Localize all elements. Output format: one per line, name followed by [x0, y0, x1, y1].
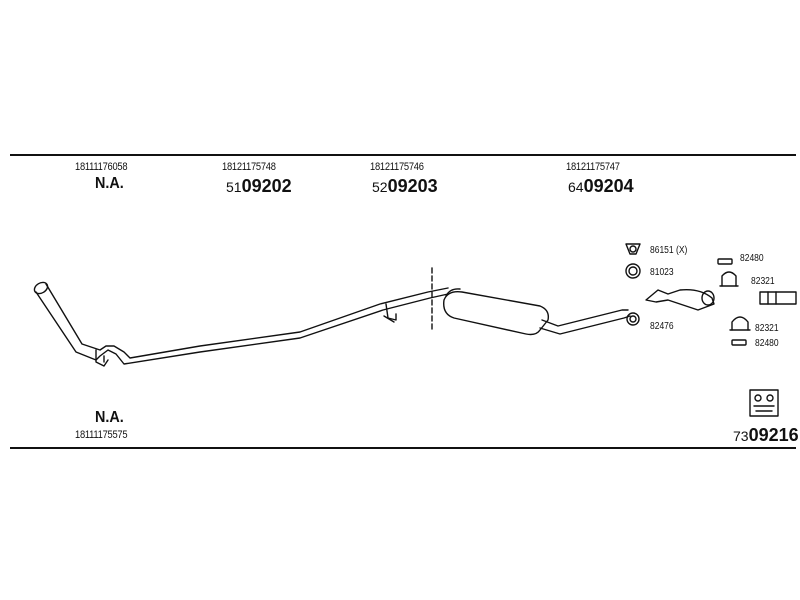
clamp-82321-bottom: [729, 316, 751, 331]
hardware-label-82480-bottom: 82480: [755, 338, 779, 349]
part-number-3: 5209203: [372, 176, 438, 197]
mounting-kit-icon: [749, 389, 779, 417]
kit-main: 09216: [748, 425, 799, 445]
hardware-label-86151: 86151 (X): [650, 245, 688, 256]
gasket-86151: [625, 243, 641, 255]
part-number-4: 6409204: [568, 176, 634, 197]
hanger-bracket: [383, 303, 397, 323]
oe-number-1: 18111176058: [75, 161, 128, 173]
muffler: [443, 288, 550, 336]
tail-pipe: [539, 309, 640, 335]
hardware-label-82476: 82476: [650, 321, 674, 332]
front-pipe: [33, 281, 449, 367]
kit-prefix: 73: [733, 428, 749, 444]
kit-number: 7309216: [733, 425, 799, 446]
oe-number-2: 18121175748: [222, 161, 276, 173]
part-prefix: 51: [226, 179, 242, 195]
oe-number-4: 18121175747: [566, 161, 620, 173]
oe-number-3: 18121175746: [370, 161, 424, 173]
bottom-divider: [10, 447, 796, 449]
hardware-label-82321-top: 82321: [751, 276, 775, 287]
hardware-label-82480-top: 82480: [740, 253, 764, 264]
na-label-bottom: N.A.: [95, 409, 124, 426]
ring-81023: [625, 263, 641, 279]
part-main: 09204: [583, 176, 634, 196]
hardware-label-81023: 81023: [650, 267, 674, 278]
part-prefix: 64: [568, 179, 584, 195]
part-number-2: 5109202: [226, 176, 292, 197]
end-pipe: [759, 291, 797, 305]
rear-silencer: [645, 288, 715, 311]
hardware-label-82321-bottom: 82321: [755, 323, 779, 334]
clamp-82321-top: [719, 271, 739, 287]
part-main: 09202: [241, 176, 292, 196]
clamp-82480-bottom: [731, 339, 747, 346]
part-main: 09203: [387, 176, 438, 196]
na-label-1: N.A.: [95, 175, 124, 192]
top-divider: [10, 154, 796, 156]
oe-number-bottom: 18111175575: [75, 429, 128, 441]
part-prefix: 52: [372, 179, 388, 195]
clamp-82480-top: [717, 258, 733, 265]
